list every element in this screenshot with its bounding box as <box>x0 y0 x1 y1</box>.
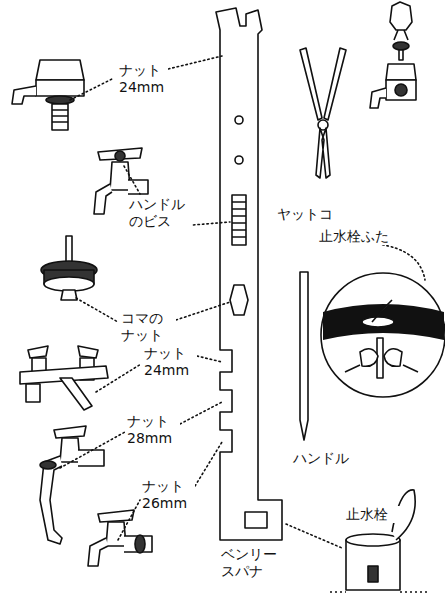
faucet-spout <box>94 184 112 214</box>
valve-box-top <box>346 534 400 546</box>
spanner-hole <box>235 156 243 164</box>
handle-rod <box>372 300 392 322</box>
leader-line <box>124 166 140 194</box>
part-label: ハンドル <box>292 450 360 467</box>
part-label: ナット 24mm <box>118 62 168 96</box>
faucet-pipe <box>78 450 104 466</box>
koma-nut <box>61 290 77 300</box>
part-label: ナット 24mm <box>143 345 197 379</box>
handle-rod <box>300 272 308 440</box>
part-label: コマの ナット <box>120 310 176 344</box>
koma-bottom <box>44 277 94 291</box>
faucet-nut <box>135 535 145 553</box>
handle-screw <box>115 151 125 161</box>
faucet-pipe <box>40 456 62 544</box>
tweezers <box>394 30 408 40</box>
mixer-spout <box>60 378 92 410</box>
part-label: ハンドル のビス <box>128 196 192 230</box>
koma-stem <box>66 236 72 262</box>
hands <box>360 349 402 366</box>
hands <box>345 365 418 372</box>
leader-line <box>378 244 425 280</box>
inset-circle <box>321 273 445 397</box>
part-label: ベンリー スパナ <box>220 546 286 580</box>
leader-line <box>118 500 140 540</box>
spanner-hex-hole <box>230 285 248 315</box>
faucet-body <box>106 522 126 546</box>
leader-line <box>195 442 222 486</box>
mixer-handle <box>28 346 98 358</box>
ground <box>330 591 430 593</box>
part-label: ナット 28mm <box>126 413 180 447</box>
spanner-foot-slot <box>245 512 267 528</box>
mixer-leg <box>26 384 40 402</box>
faucet-stem <box>52 104 68 130</box>
faucet-spout <box>370 88 386 108</box>
faucet-spout <box>12 86 36 104</box>
handle-bar <box>54 426 86 438</box>
valve-box <box>346 540 400 590</box>
spanner-slot <box>232 195 246 245</box>
leader-line <box>164 56 222 70</box>
leader-line <box>286 524 342 548</box>
pliers-handle <box>300 48 322 120</box>
faucet-head <box>36 60 84 80</box>
faucet-body <box>36 80 84 96</box>
leader-line <box>176 302 230 320</box>
faucet-nut <box>40 461 56 469</box>
spanner-body <box>216 8 282 540</box>
part-label: ナット 26mm <box>141 478 195 512</box>
stop-valve <box>368 566 378 582</box>
faucet-body <box>110 162 130 190</box>
pliers-handle <box>324 48 346 120</box>
faucet-thread <box>52 110 68 122</box>
part-label: 止水栓ふた <box>318 228 404 245</box>
spanner-hole <box>235 116 243 124</box>
leader-line <box>60 432 125 468</box>
leader-line <box>197 356 222 362</box>
faucet-spout <box>88 538 108 566</box>
hand <box>390 2 412 30</box>
leader-line <box>70 78 114 100</box>
koma-stem <box>399 50 403 60</box>
lid-hole <box>362 317 394 327</box>
handle-bar <box>98 148 142 160</box>
part-label: ヤットコ <box>276 206 344 223</box>
leader-line <box>96 364 141 392</box>
leader-line <box>180 402 222 424</box>
faucet-body <box>386 80 416 100</box>
koma-small <box>393 42 409 50</box>
part-label: 止水栓 <box>345 506 403 523</box>
leader-line <box>76 298 118 322</box>
pliers-jaw <box>316 128 330 178</box>
valve-seat <box>395 84 407 96</box>
faucet-head <box>386 64 416 80</box>
faucet-pipe <box>124 536 152 552</box>
faucet-pipe <box>128 180 148 194</box>
